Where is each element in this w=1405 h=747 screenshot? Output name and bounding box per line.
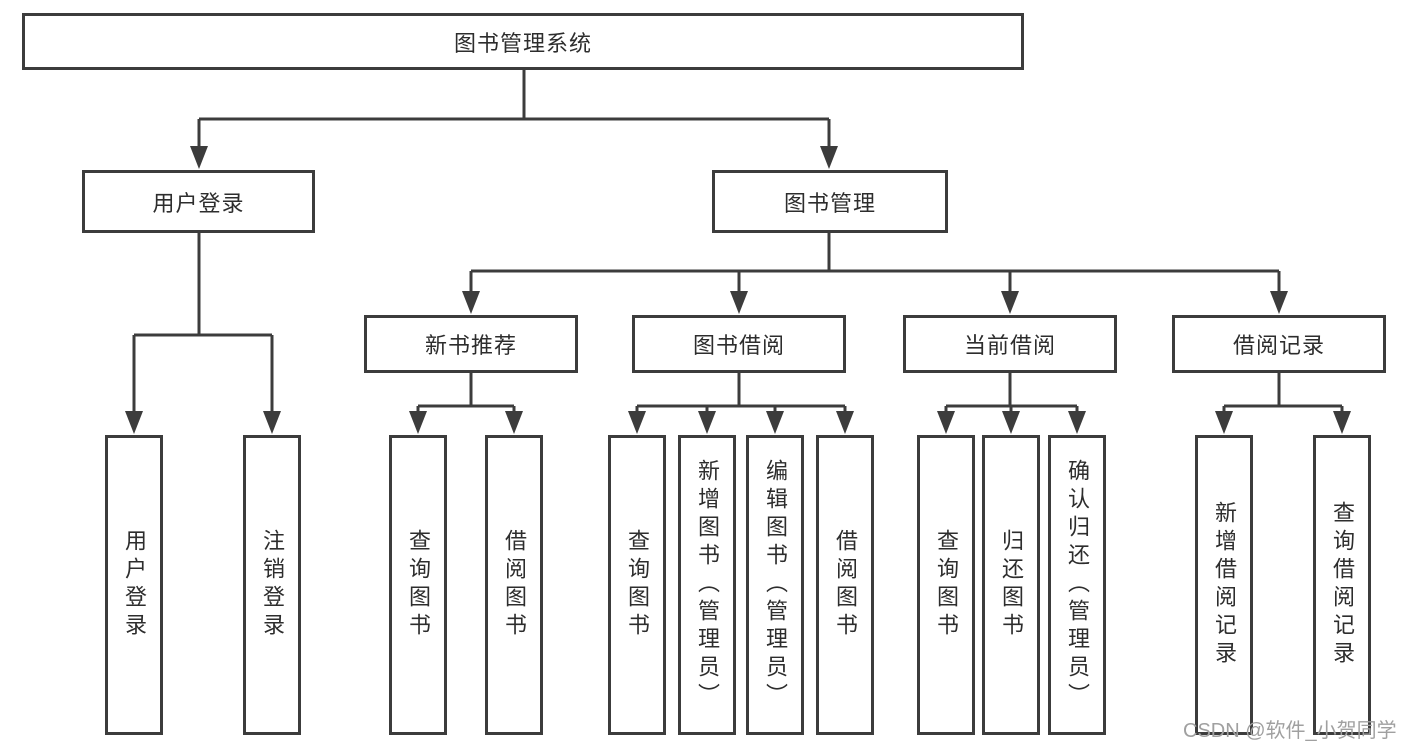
arrowhead [1002,411,1020,434]
connector-records-to-leaves [1222,373,1344,412]
leaf-query-borrow-record: 查询借阅记录 [1313,435,1371,735]
node-borrow-records: 借阅记录 [1172,315,1386,373]
node-borrow-records-label: 借阅记录 [1232,333,1325,358]
node-root-label: 图书管理系统 [453,30,592,56]
leaf-return-books-label: 归还图书 [999,529,1024,641]
leaf-add-books-admin: 新增图书（管理员） [678,435,736,735]
leaf-current-query-books: 查询图书 [917,435,975,735]
leaf-edit-books-admin: 编辑图书（管理员） [746,435,804,735]
leaf-borrow-query-books-label: 查询图书 [625,529,650,641]
node-book-management-label: 图书管理 [783,190,876,216]
arrowhead [125,411,143,434]
arrowhead [1333,411,1351,434]
node-new-book-recommend-label: 新书推荐 [424,333,517,358]
arrowhead [462,291,480,314]
leaf-return-books: 归还图书 [982,435,1040,735]
connector-current-to-leaves [944,373,1079,412]
arrowhead [1270,291,1288,314]
node-current-borrow: 当前借阅 [903,315,1117,373]
connector-mgmt-to-level3 [469,233,1281,291]
arrowhead [820,146,838,169]
leaf-logout: 注销登录 [243,435,301,735]
arrowhead [1215,411,1233,434]
node-user-login: 用户登录 [82,170,315,233]
leaf-borrow-query-books: 查询图书 [608,435,666,735]
node-current-borrow-label: 当前借阅 [963,333,1056,358]
leaf-add-borrow-record: 新增借阅记录 [1195,435,1253,735]
leaf-recommend-borrow-books-label: 借阅图书 [502,529,527,641]
arrowhead [628,411,646,434]
connector-recommend-to-leaves [416,373,516,412]
node-book-borrow-label: 图书借阅 [692,333,785,358]
arrowhead [263,411,281,434]
leaf-recommend-borrow-books: 借阅图书 [485,435,543,735]
arrowhead [937,411,955,434]
connector-root-to-level2 [197,70,831,148]
leaf-add-books-admin-label: 新增图书（管理员） [695,459,720,711]
arrowhead [190,146,208,169]
leaf-confirm-return-admin-label: 确认归还（管理员） [1065,459,1090,711]
leaf-edit-books-admin-label: 编辑图书（管理员） [763,459,788,711]
node-root: 图书管理系统 [22,13,1024,70]
leaf-borrow-books-label: 借阅图书 [833,529,858,641]
node-book-management: 图书管理 [712,170,948,233]
csdn-watermark: CSDN @软件_小贺同学 [1183,720,1397,742]
leaf-logout-label: 注销登录 [260,529,285,641]
arrowhead [409,411,427,434]
arrowhead [1001,291,1019,314]
leaf-borrow-books: 借阅图书 [816,435,874,735]
arrowhead [1068,411,1086,434]
arrowhead [766,411,784,434]
leaf-recommend-query-books: 查询图书 [389,435,447,735]
node-book-borrow: 图书借阅 [632,315,846,373]
node-new-book-recommend: 新书推荐 [364,315,578,373]
leaf-recommend-query-books-label: 查询图书 [406,529,431,641]
leaf-confirm-return-admin: 确认归还（管理员） [1048,435,1106,735]
leaf-current-query-books-label: 查询图书 [934,529,959,641]
arrowhead [505,411,523,434]
leaf-user-login: 用户登录 [105,435,163,735]
connector-borrow-to-leaves [635,373,847,412]
connector-login-to-leaves [132,233,274,412]
leaf-user-login-label: 用户登录 [122,529,147,641]
arrowhead [836,411,854,434]
leaf-query-borrow-record-label: 查询借阅记录 [1330,501,1355,669]
leaf-add-borrow-record-label: 新增借阅记录 [1212,501,1237,669]
arrowhead [730,291,748,314]
arrowhead [698,411,716,434]
node-user-login-label: 用户登录 [152,190,245,216]
